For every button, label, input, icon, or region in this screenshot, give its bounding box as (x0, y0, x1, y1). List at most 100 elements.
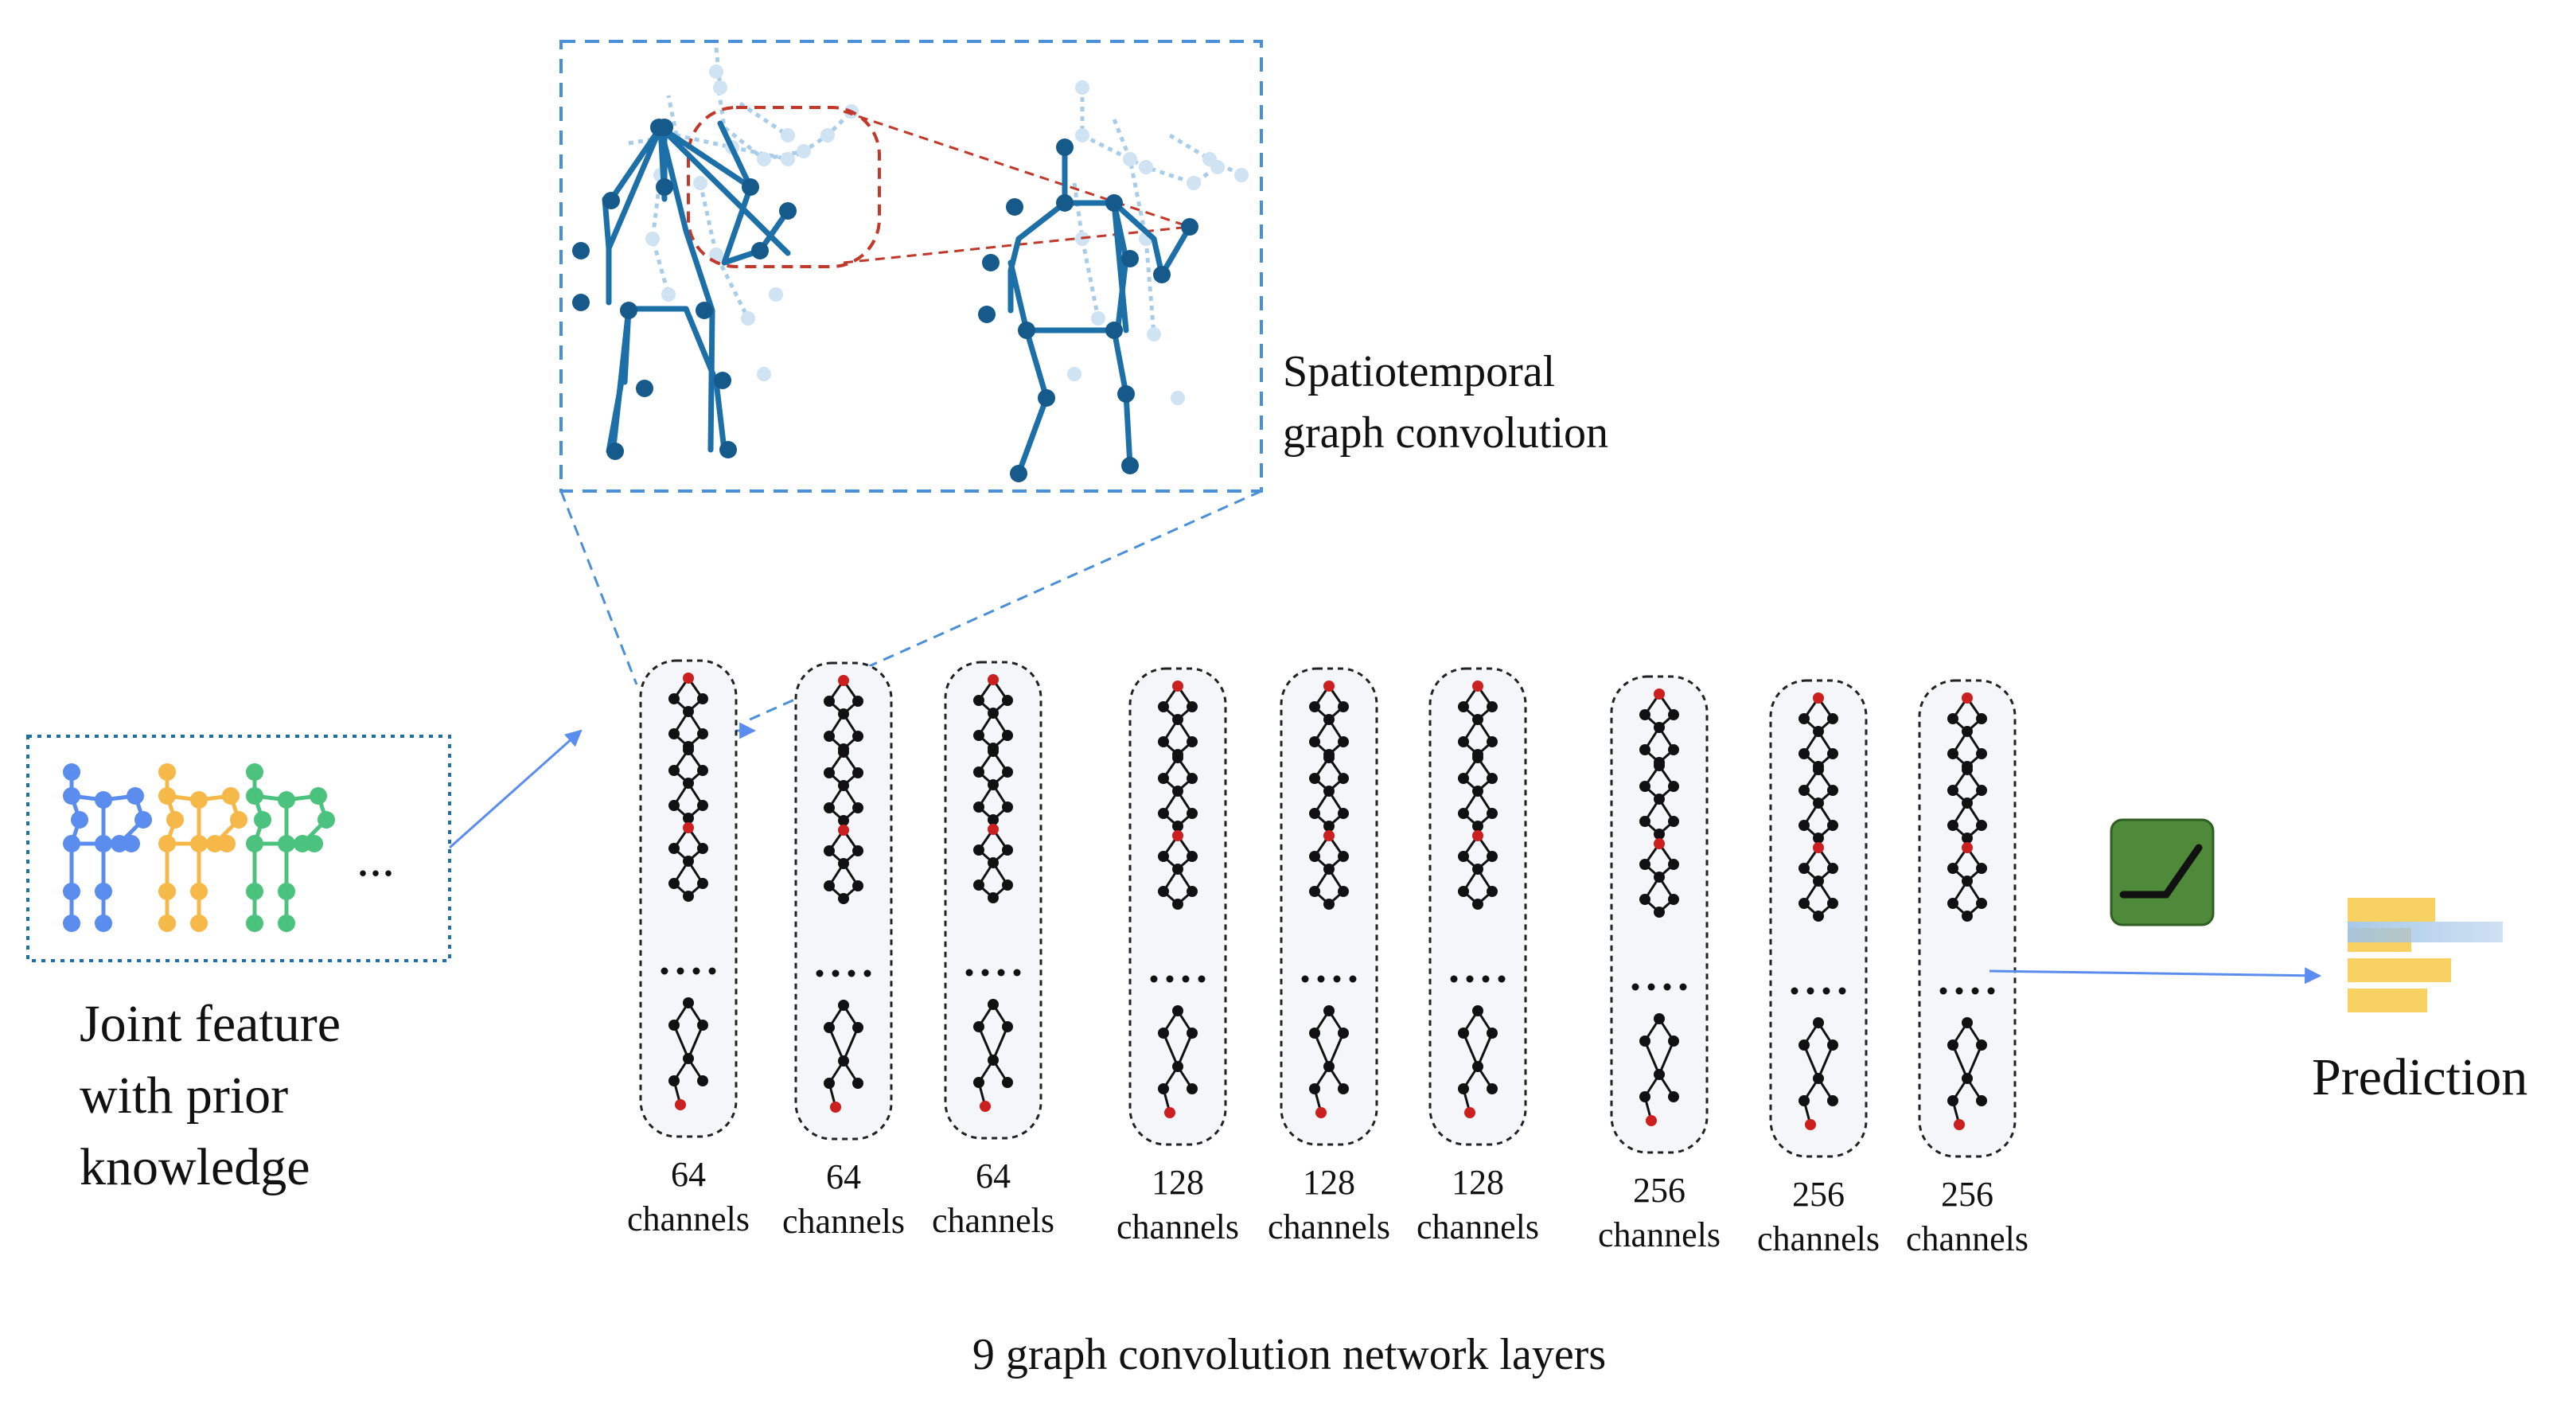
input-joint (123, 835, 140, 852)
input-joint (127, 787, 144, 805)
skeleton-left-joints (572, 119, 797, 460)
input-arrow (449, 729, 583, 849)
input-features: ... (26, 735, 451, 962)
ellipsis-dot (1955, 987, 1963, 995)
gcn-layer (1918, 679, 2017, 1158)
ellipsis-dot (1150, 975, 1158, 983)
input-joint (278, 915, 295, 932)
input-joint (95, 835, 112, 852)
input-joint (278, 835, 295, 852)
ellipsis-dot (1466, 975, 1474, 983)
layer-channels-count: 64 (826, 1157, 861, 1196)
ellipsis-dot (863, 969, 871, 977)
inset-label-line1: Spatiotemporal (1283, 347, 1555, 396)
input-ellipsis: ... (357, 830, 395, 887)
layers-caption: 9 graph convolution network layers (972, 1330, 1606, 1379)
input-joint (278, 791, 295, 809)
input-joint (254, 811, 271, 829)
ellipsis-dot (1939, 987, 1947, 995)
input-joint (222, 787, 240, 805)
layer-channels-unit: channels (1598, 1215, 1721, 1254)
ellipsis-dot (965, 969, 973, 977)
gcn-layer (944, 661, 1042, 1140)
input-joint (190, 835, 208, 852)
layer-channels-unit: channels (1757, 1219, 1880, 1258)
ellipsis-dot (1838, 987, 1846, 995)
relu-icon (2110, 818, 2215, 926)
layer-channels-count: 128 (1452, 1163, 1504, 1202)
input-joint (95, 915, 112, 932)
layer-channels-unit: channels (627, 1199, 750, 1238)
inset-label-line2: graph convolution (1283, 408, 1608, 458)
input-joint (63, 763, 80, 781)
ellipsis-dot (832, 969, 840, 977)
input-joint (246, 787, 263, 805)
prediction-label: Prediction (2312, 1048, 2527, 1106)
input-joint (158, 883, 176, 900)
layer-channels-unit: channels (782, 1202, 905, 1241)
gcn-layer (1428, 667, 1527, 1146)
ellipsis-dot (1806, 987, 1814, 995)
highlight-region (687, 106, 881, 268)
ellipsis-dot (997, 969, 1005, 977)
ellipsis-dot (692, 967, 700, 975)
gcn-layer (1280, 667, 1378, 1146)
layer-channels-count: 64 (976, 1156, 1011, 1195)
input-joint (310, 787, 327, 805)
input-joint (190, 791, 208, 809)
input-joint (71, 811, 88, 829)
layer-channels-unit: channels (1906, 1219, 2028, 1258)
layer-channels-count: 256 (1792, 1175, 1845, 1214)
gcn-layers: 64 channels 64 channels 64 channels 128 channel… (627, 659, 2028, 1258)
layer-channels-unit: channels (1417, 1207, 1539, 1246)
layer-channels-unit: channels (932, 1201, 1054, 1240)
layer-channels-count: 64 (671, 1155, 706, 1194)
faint-skeleton-right (1072, 88, 1243, 335)
ellipsis-dot (1647, 983, 1655, 991)
ellipsis-dot (1333, 975, 1341, 983)
gcn-layer (1610, 675, 1709, 1154)
input-joint (306, 835, 323, 852)
ellipsis-dot (1679, 983, 1687, 991)
input-joint (166, 811, 184, 829)
zoom-line-left (559, 490, 638, 685)
ellipsis-dot (1482, 975, 1490, 983)
ellipsis-dot (1987, 987, 1995, 995)
input-joint (190, 915, 208, 932)
input-joint (190, 883, 208, 900)
gcn-layer (1128, 667, 1227, 1146)
input-joint (278, 883, 295, 900)
ellipsis-dot (981, 969, 989, 977)
ellipsis-dot (1822, 987, 1830, 995)
input-joint (63, 835, 80, 852)
ellipsis-dot (1166, 975, 1174, 983)
ellipsis-dot (661, 967, 668, 975)
input-joint (246, 763, 263, 781)
ellipsis-dot (1663, 983, 1671, 991)
layer-channels-unit: channels (1117, 1207, 1239, 1246)
layer-channels-count: 128 (1303, 1163, 1355, 1202)
spatiotemporal-inset (559, 40, 1263, 493)
input-joint (63, 787, 80, 805)
ellipsis-dot (1198, 975, 1206, 983)
ellipsis-dot (676, 967, 684, 975)
bar-icon (2348, 898, 2503, 1012)
gcn-layer (794, 661, 893, 1141)
ellipsis-dot (816, 969, 824, 977)
inset-dashed-box (559, 40, 1263, 493)
input-joint (158, 763, 176, 781)
input-joint (134, 811, 152, 829)
ellipsis-dot (1971, 987, 1979, 995)
input-joint (230, 811, 247, 829)
ellipsis-dot (1498, 975, 1506, 983)
output-arrow (1989, 967, 2322, 985)
gcn-layer (639, 659, 738, 1138)
skeleton-right (1007, 144, 1193, 477)
ellipsis-dot (1317, 975, 1325, 983)
input-joint (95, 791, 112, 809)
input-joint (218, 835, 236, 852)
ellipsis-dot (708, 967, 716, 975)
ellipsis-dot (1301, 975, 1309, 983)
input-label-line3: knowledge (80, 1138, 310, 1196)
